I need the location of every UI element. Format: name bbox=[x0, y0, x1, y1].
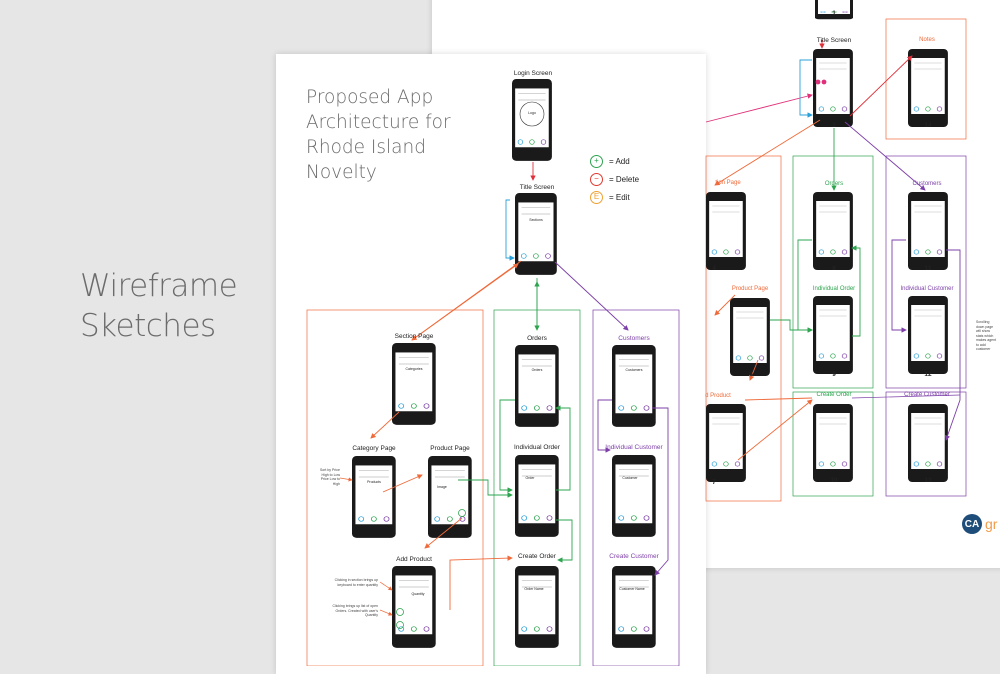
screen-text-create-order: Order Name bbox=[524, 587, 544, 591]
label-add-product: Add Product bbox=[396, 556, 432, 563]
legend-edit: E = Edit bbox=[590, 188, 639, 206]
back-number: 4 bbox=[712, 265, 716, 272]
label-orders: Orders bbox=[527, 335, 547, 342]
back-number: 1 bbox=[832, 10, 836, 17]
back-number: 14 bbox=[924, 122, 932, 129]
back-label-create-order: Create Order bbox=[816, 392, 852, 398]
back-number: 8 bbox=[832, 265, 836, 272]
delete-icon: − bbox=[590, 172, 603, 186]
screen-text-section: Categories bbox=[405, 367, 423, 371]
logo-icon: CA bbox=[962, 514, 982, 534]
back-label-title-screen: Title Screen bbox=[816, 37, 852, 44]
screen-text-individual-order: Order bbox=[525, 476, 535, 480]
label-category-page: Category Page bbox=[352, 445, 396, 452]
screen-text-add-product: Quantity bbox=[411, 592, 425, 596]
screen-text-customers: Customers bbox=[625, 368, 643, 372]
label-title-screen: Title Screen bbox=[519, 184, 555, 191]
back-side-note: Scrolling down page will show stats whic… bbox=[976, 320, 997, 351]
back-label-individual-order: Individual Order bbox=[812, 286, 856, 292]
screen-text-create-customer: Customer Name bbox=[619, 587, 645, 591]
back-label-product-page: Product Page bbox=[731, 286, 769, 292]
label-create-order: Create Order bbox=[518, 553, 556, 560]
screen-text-product: Image bbox=[437, 485, 447, 489]
back-label-section-page: tion Page bbox=[715, 180, 741, 186]
back-number: 7 bbox=[712, 479, 716, 486]
label-individual-order: Individual Order bbox=[514, 444, 560, 451]
back-label-create-customer: Create Customer bbox=[904, 392, 950, 398]
edit-icon: E bbox=[590, 190, 603, 204]
label-create-customer: Create Customer bbox=[609, 553, 659, 560]
label-section-page: Section Page bbox=[394, 333, 434, 340]
annotation-open-orders: Clicking brings up list of open Orders. … bbox=[332, 604, 378, 617]
legend-add: + = Add bbox=[590, 152, 639, 170]
label-login-screen: Login Screen bbox=[513, 70, 553, 77]
document-title: Proposed App Architecture for Rhode Isla… bbox=[306, 87, 451, 183]
back-label-add-product: d Product bbox=[705, 393, 731, 399]
legend-delete: − = Delete bbox=[590, 170, 639, 188]
company-logo: CA gr bbox=[962, 514, 997, 534]
back-label-notes: Notes bbox=[919, 37, 935, 43]
back-label-customers: Customers bbox=[912, 181, 942, 187]
back-number: 2 bbox=[832, 122, 836, 129]
annotation-sort: Sort by Price High to Low Price Low to H… bbox=[319, 468, 340, 486]
screen-text-individual-customer: Customer bbox=[622, 476, 638, 480]
back-number: 13 bbox=[924, 477, 932, 484]
add-icon: + bbox=[590, 154, 603, 168]
annotation-quantity: Clicking in section brings up keyboard t… bbox=[334, 578, 378, 587]
back-sheet-diagram bbox=[705, 0, 967, 502]
screen-text-login: Logo bbox=[528, 111, 536, 115]
label-customers: Customers bbox=[618, 335, 650, 342]
front-sheet-diagram bbox=[306, 78, 680, 666]
back-number: 12 bbox=[924, 371, 932, 378]
back-number: 6 bbox=[749, 371, 753, 378]
label-individual-customer: Individual Customer bbox=[605, 444, 663, 451]
wireframe-sketches-title: Wireframe Sketches bbox=[80, 268, 238, 344]
screen-text-title: Sections bbox=[529, 218, 543, 222]
back-number: 11 bbox=[924, 265, 932, 272]
screen-text-orders: Orders bbox=[531, 368, 543, 372]
back-number: 9 bbox=[832, 371, 836, 378]
label-product-page: Product Page bbox=[430, 445, 470, 452]
screen-text-category: Products bbox=[367, 480, 381, 484]
back-label-orders: Orders bbox=[824, 181, 844, 187]
back-number: 10 bbox=[830, 477, 838, 484]
legend: + = Add − = Delete E = Edit bbox=[590, 152, 639, 206]
back-label-individual-customer: Individual Customer bbox=[900, 286, 954, 292]
